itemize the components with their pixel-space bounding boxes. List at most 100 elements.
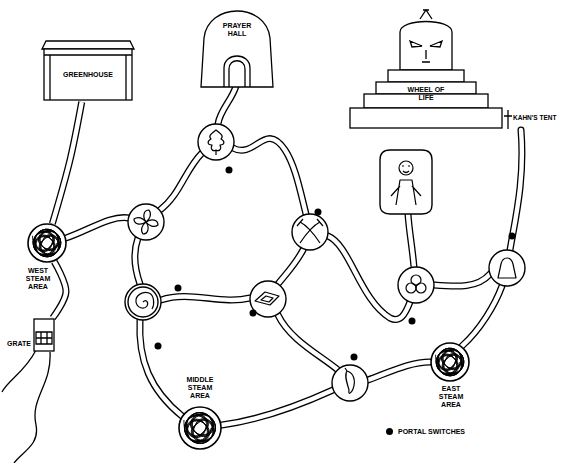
road-inner bbox=[218, 86, 236, 124]
road bbox=[434, 274, 490, 286]
figure-shield bbox=[380, 150, 432, 214]
figure-head bbox=[399, 161, 413, 175]
place-label: PRAYER HALL bbox=[217, 22, 257, 38]
oak-leaf bbox=[208, 130, 224, 155]
middle-steam-area: MIDDLE STEAM AREA bbox=[178, 406, 222, 450]
portal-switch bbox=[409, 318, 416, 325]
place-label: WHEEL OF LIFE bbox=[401, 86, 451, 102]
road bbox=[160, 153, 202, 210]
temple-head bbox=[400, 22, 452, 71]
place-label: GRATE bbox=[0, 340, 31, 348]
road-inner bbox=[66, 218, 129, 238]
west-steam-area: WEST STEAM AREA bbox=[27, 223, 67, 263]
legend: PORTAL SWITCHES bbox=[386, 427, 465, 436]
road-inner bbox=[233, 139, 306, 214]
road-inner bbox=[328, 236, 410, 320]
figure-body bbox=[391, 180, 421, 205]
portal-switch bbox=[226, 167, 233, 174]
wheel-of-life-temple: WHEEL OF LIFE bbox=[350, 6, 502, 128]
grate-bars bbox=[36, 332, 52, 344]
steam-circle bbox=[179, 407, 221, 449]
road bbox=[328, 236, 410, 320]
east-steam-area: EAST STEAM AREA bbox=[430, 342, 470, 382]
road-inner bbox=[222, 390, 333, 425]
swirl-circle bbox=[125, 284, 161, 320]
temple-step bbox=[388, 70, 464, 82]
temple-step bbox=[350, 108, 502, 128]
sword-hilt bbox=[297, 219, 323, 226]
legend-text: PORTAL SWITCHES bbox=[398, 427, 465, 436]
tent-cross bbox=[504, 110, 512, 129]
portal-switch bbox=[351, 354, 358, 361]
road bbox=[278, 315, 338, 370]
place-label: GREENHOUSE bbox=[40, 71, 136, 79]
road-connector-inner bbox=[52, 102, 81, 224]
cable-line bbox=[2, 350, 36, 392]
temple-eyes bbox=[410, 41, 442, 47]
helmet bbox=[498, 258, 516, 278]
figure-face bbox=[402, 166, 410, 173]
road bbox=[462, 286, 502, 346]
pepper bbox=[345, 368, 354, 393]
road bbox=[135, 238, 140, 284]
road-inner bbox=[278, 315, 338, 370]
steam-scribble bbox=[436, 348, 464, 376]
prayer-hall-building: PRAYER HALL bbox=[198, 8, 276, 88]
sword bbox=[300, 222, 320, 243]
portal-switch bbox=[250, 310, 257, 317]
grate-frame bbox=[34, 319, 54, 351]
swirl-circle-inner bbox=[128, 287, 158, 317]
road-connector bbox=[53, 262, 66, 318]
prayer-hall-building-outline bbox=[198, 8, 276, 88]
east-steam-area-outline bbox=[430, 342, 470, 382]
swords-circle bbox=[292, 214, 328, 250]
cherry bbox=[411, 275, 421, 285]
road-inner bbox=[160, 153, 202, 210]
symbol-circles bbox=[125, 124, 525, 401]
diamond-symbol bbox=[255, 292, 279, 305]
road-inner bbox=[278, 250, 303, 284]
grate-cable bbox=[2, 350, 50, 463]
road bbox=[233, 139, 306, 214]
road-inner bbox=[510, 130, 522, 250]
steam-circle bbox=[28, 224, 66, 262]
road-connector-inner bbox=[53, 262, 66, 318]
steam-scribble bbox=[33, 229, 61, 257]
road-inner-lines bbox=[66, 86, 522, 425]
place-label: EAST STEAM AREA bbox=[434, 385, 468, 409]
hall-outline bbox=[201, 11, 273, 87]
tent-marker: KAHN'S TENT bbox=[502, 108, 562, 130]
sword bbox=[300, 222, 320, 243]
road-inner bbox=[462, 286, 502, 346]
diamond-inner bbox=[261, 296, 273, 302]
wheel-of-life-temple-outline bbox=[350, 6, 502, 128]
road-inner bbox=[161, 296, 250, 300]
portal-switches bbox=[155, 167, 516, 361]
road bbox=[218, 86, 236, 124]
temple-nose bbox=[422, 50, 430, 62]
road-inner bbox=[135, 238, 140, 284]
cable-line bbox=[14, 352, 50, 463]
place-label: WEST STEAM AREA bbox=[21, 267, 55, 291]
west-steam-area-outline bbox=[27, 223, 67, 263]
legend-dot bbox=[386, 428, 393, 435]
connector-inner-group bbox=[52, 102, 81, 318]
diamond-circle bbox=[250, 281, 286, 317]
swirl bbox=[136, 292, 154, 309]
steam-scribble bbox=[184, 413, 216, 444]
pinwheel-circle bbox=[128, 204, 164, 240]
portal-switch bbox=[509, 233, 516, 240]
road bbox=[368, 362, 430, 380]
pinwheel-petal bbox=[134, 218, 146, 225]
diamond-outer bbox=[255, 292, 279, 305]
greenhouse-building: GREENHOUSE bbox=[40, 40, 136, 102]
grate-box: GRATE bbox=[33, 318, 55, 352]
road-inner bbox=[408, 214, 414, 267]
steam-circle bbox=[431, 343, 469, 381]
greenhouse-roof bbox=[42, 41, 134, 49]
helmet-circle bbox=[489, 250, 525, 286]
road-inner bbox=[368, 362, 430, 380]
road bbox=[408, 214, 414, 267]
